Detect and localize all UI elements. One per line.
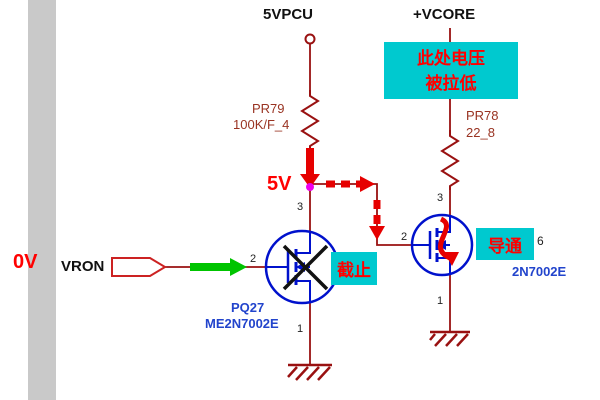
q27-pin-source: 1 <box>297 323 304 335</box>
dashed-arrow-down-icon <box>369 200 385 240</box>
mosfet-q27-ref: PQ27 <box>231 300 265 315</box>
resistor-r79-ref: PR79 <box>252 101 285 116</box>
resistor-r79-symbol <box>300 90 320 150</box>
q27-pin-gate: 2 <box>250 253 257 265</box>
ground-symbol-q27 <box>287 363 332 381</box>
q28-pin-source: 1 <box>437 295 444 307</box>
page-left-gray-strip <box>28 0 56 400</box>
signal-flow-arrow-icon <box>190 258 247 276</box>
power-terminal-icon <box>304 33 316 45</box>
current-arrow-down-icon <box>300 148 320 188</box>
mosfet-q27-symbol <box>264 229 340 305</box>
state-badge-q27-cutoff: 截止 <box>331 252 377 285</box>
net-label-vron: VRON <box>61 258 105 275</box>
annotation-line2: 被拉低 <box>425 73 477 93</box>
junction-dot-5v <box>306 183 314 191</box>
resistor-r79-value: 100K/F_4 <box>233 117 290 132</box>
rail-label-5vpcu: 5VPCU <box>263 6 314 23</box>
resistor-r78-value: 22_8 <box>466 125 495 140</box>
conducting-arrow-icon <box>437 216 459 266</box>
resistor-r78-symbol <box>440 130 460 190</box>
vron-port-symbol <box>111 257 167 277</box>
mosfet-q28-part: 2N7002E <box>512 264 567 279</box>
q28-pin-gate: 2 <box>401 231 408 243</box>
rail-label-vcore: +VCORE <box>413 6 476 23</box>
q28-pin-drain: 3 <box>437 192 444 204</box>
annotation-voltage-pulled-low: 此处电压 被拉低 <box>384 42 518 99</box>
q27-pin-drain: 3 <box>297 201 304 213</box>
annotation-line1: 此处电压 <box>417 48 485 68</box>
dashed-arrow-right-icon <box>326 176 375 192</box>
resistor-r78-ref: PR78 <box>466 108 499 123</box>
net-label-5v: 5V <box>267 173 292 195</box>
ground-symbol-q28 <box>429 330 470 347</box>
mosfet-q28-ref-digit: 6 <box>537 234 544 248</box>
state-badge-q28-conducting: 导通 <box>476 228 534 260</box>
mosfet-q27-part: ME2N7002E <box>205 316 279 331</box>
cutoff-cross-icon <box>282 244 329 291</box>
net-label-0v: 0V <box>13 251 38 273</box>
